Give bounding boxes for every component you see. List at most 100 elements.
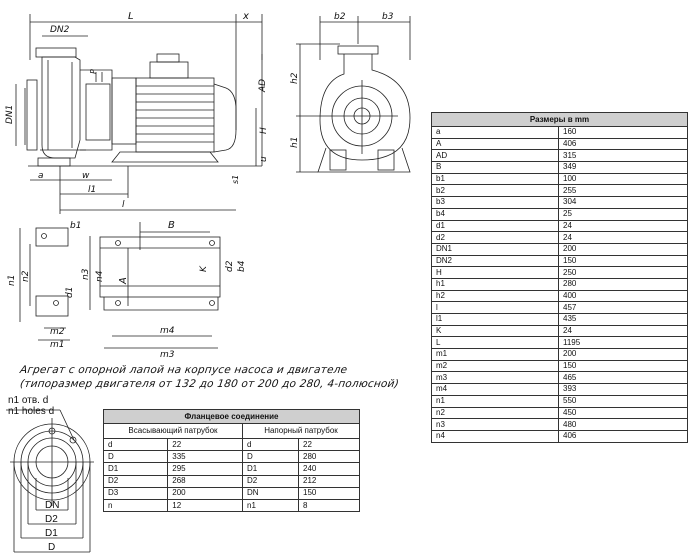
dimension-value: 400 — [558, 289, 688, 303]
label-A: A — [118, 277, 129, 285]
dimension-value: 349 — [558, 161, 688, 174]
discharge-value: 280 — [298, 450, 360, 464]
dimension-name: b1 — [431, 172, 559, 186]
dimension-name: m4 — [431, 383, 559, 396]
dimension-value: 406 — [558, 137, 688, 151]
dimension-value: 480 — [558, 418, 688, 431]
label-w: w — [82, 171, 90, 181]
plan-view: n1 n2 b1 d1 m2 m1 B A n3 n4 K d2 b4 m4 m… — [7, 220, 247, 360]
suction-param: D1 — [102, 462, 169, 476]
suction-param: D — [102, 450, 169, 464]
dimension-name: b3 — [431, 196, 559, 209]
dimension-name: h1 — [431, 277, 559, 291]
label-a: a — [38, 171, 44, 181]
dimension-value: 465 — [558, 371, 688, 385]
discharge-value: 22 — [298, 437, 360, 452]
dimension-name: h2 — [431, 289, 559, 303]
suction-header: Всасывающий патрубок — [103, 423, 243, 439]
label-x: x — [242, 11, 249, 22]
dimension-value: 1195 — [558, 336, 688, 350]
discharge-value: 150 — [298, 486, 360, 500]
dimension-name: l1 — [431, 313, 559, 326]
discharge-param: d — [241, 437, 300, 452]
discharge-param: D1 — [241, 462, 300, 476]
dimension-name: L — [431, 336, 559, 350]
dimension-name: m2 — [431, 359, 559, 373]
dimension-name: b4 — [431, 207, 559, 221]
dimension-name: m3 — [431, 371, 559, 385]
suction-value: 268 — [167, 474, 243, 488]
dimension-value: 406 — [558, 429, 688, 443]
dimension-value: 24 — [558, 231, 688, 244]
label-n2: n2 — [21, 270, 31, 282]
label-l1: l1 — [88, 185, 96, 195]
label-K: K — [199, 265, 209, 272]
label-DN2: DN2 — [50, 25, 70, 35]
dimension-name: b2 — [431, 184, 559, 198]
discharge-value: 212 — [298, 474, 360, 488]
label-l: l — [122, 200, 125, 210]
suction-param: n — [102, 498, 169, 513]
suction-value: 22 — [167, 437, 243, 452]
dimension-name: B — [431, 161, 559, 174]
flange-d1-label: D1 — [45, 528, 58, 539]
dimension-name: d1 — [431, 219, 559, 233]
dimension-value: 200 — [558, 348, 688, 361]
dimension-name: m1 — [431, 348, 559, 361]
suction-value: 200 — [167, 486, 243, 500]
suction-value: 335 — [167, 450, 243, 464]
discharge-value: 8 — [298, 498, 360, 513]
dimension-value: 255 — [558, 184, 688, 198]
dimension-name: d2 — [431, 231, 559, 244]
flange-d-label: D — [48, 542, 56, 553]
side-view: L x DN2 AD H u s1 P — [5, 11, 269, 214]
suction-param: d — [102, 437, 169, 452]
dimension-value: 100 — [558, 172, 688, 186]
suction-param: D3 — [102, 486, 169, 500]
flange-dn-label: DN — [45, 500, 60, 511]
label-n3: n3 — [81, 268, 91, 280]
dimension-value: 24 — [558, 219, 688, 233]
dimension-name: H — [431, 266, 559, 279]
label-n4: n4 — [95, 270, 105, 282]
suction-value: 295 — [167, 462, 243, 476]
dimension-value: 150 — [558, 254, 688, 268]
dimension-name: K — [431, 324, 559, 338]
label-s1: s1 — [231, 175, 240, 184]
label-m3: m3 — [160, 350, 175, 360]
dimension-value: 25 — [558, 207, 688, 221]
caption-line1: Агрегат с опорной лапой на корпусе насос… — [19, 364, 349, 376]
dimension-value: 304 — [558, 196, 688, 209]
label-B: B — [168, 220, 175, 231]
label-b3: b3 — [382, 12, 394, 22]
dimension-name: n3 — [431, 418, 559, 431]
label-b2: b2 — [334, 12, 346, 22]
dimension-value: 450 — [558, 406, 688, 420]
